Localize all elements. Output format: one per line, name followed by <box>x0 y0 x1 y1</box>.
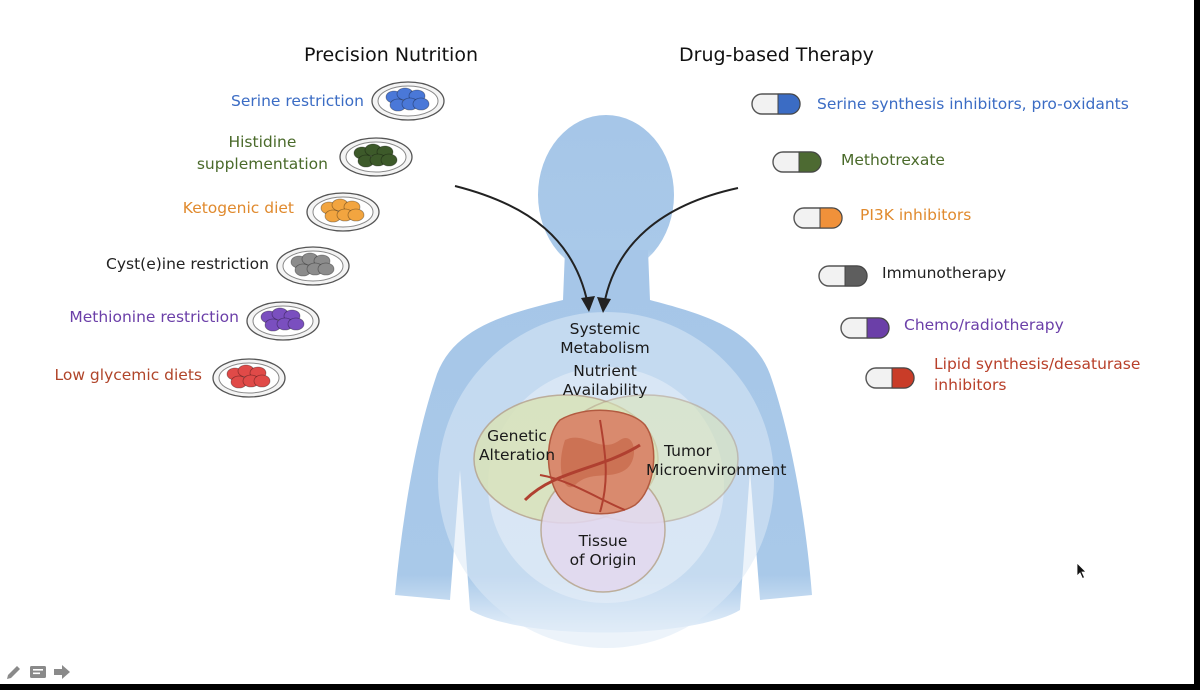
systemic-metabolism-label: Systemic Metabolism <box>530 320 680 358</box>
tissue-line2: of Origin <box>569 551 637 569</box>
tumor-icon <box>523 409 655 515</box>
pill-lipid-icon <box>865 367 915 389</box>
food-plate-methionine-icon <box>246 301 320 341</box>
precision-nutrition-heading: Precision Nutrition <box>304 44 479 66</box>
nutrient-availability-label: Nutrient Availability <box>530 362 680 400</box>
drug-label-lipid-line1: Lipid synthesis/desaturase <box>934 355 1141 373</box>
nutrition-label-histidine-line1: Histidine <box>228 133 297 151</box>
drug-label-methotrexate: Methotrexate <box>841 151 945 169</box>
nutrition-label-ketogenic: Ketogenic diet <box>182 199 294 217</box>
nutrition-label-cysteine: Cyst(e)ine restriction <box>106 255 269 273</box>
arrow-left-to-body <box>454 185 595 312</box>
drug-label-chemo: Chemo/radiotherapy <box>904 316 1064 334</box>
systemic-line1: Systemic <box>569 320 641 338</box>
nutrition-label-methionine: Methionine restriction <box>69 308 239 326</box>
tumor-microenvironment-label: Tumor Microenvironment <box>646 442 796 480</box>
food-plate-serine-icon <box>371 81 445 121</box>
genetic-line2: Alteration <box>478 446 556 464</box>
nutrition-label-histidine-line2: supplementation <box>196 155 328 173</box>
pill-pi3k-icon <box>793 207 843 229</box>
food-plate-histidine-icon <box>339 137 413 177</box>
pill-immunotherapy-icon <box>818 265 868 287</box>
pill-methotrexate-icon <box>772 151 822 173</box>
nutrition-label-serine: Serine restriction <box>231 92 364 110</box>
pen-icon[interactable] <box>4 662 24 682</box>
tumor-line1: Tumor <box>664 442 712 460</box>
drug-label-immunotherapy: Immunotherapy <box>882 264 1007 282</box>
notes-icon[interactable] <box>28 662 48 682</box>
tissue-line1: Tissue <box>578 532 628 550</box>
drug-label-pi3k: PI3K inhibitors <box>860 206 972 224</box>
drug-label-lipid-line2: inhibitors <box>934 376 1007 394</box>
tumor-line2: Microenvironment <box>646 461 787 479</box>
nutrient-line1: Nutrient <box>573 362 637 380</box>
genetic-alteration-label: Genetic Alteration <box>472 427 562 465</box>
genetic-line1: Genetic <box>487 427 547 445</box>
pill-serine-inhibitors-icon <box>751 93 801 115</box>
drug-label-lipid: Lipid synthesis/desaturase inhibitors <box>934 354 1140 396</box>
drug-label-serine-inhibitors: Serine synthesis inhibitors, pro-oxidant… <box>817 95 1129 113</box>
arrow-right-icon[interactable] <box>52 662 72 682</box>
nutrition-label-low-glycemic: Low glycemic diets <box>54 366 202 384</box>
nutrition-label-histidine: Histidine supplementation <box>197 131 328 175</box>
nutrient-line2: Availability <box>562 381 648 399</box>
systemic-line2: Metabolism <box>560 339 650 357</box>
mouse-cursor-icon <box>1076 562 1087 580</box>
food-plate-low-glycemic-icon <box>212 358 286 398</box>
pill-chemo-icon <box>840 317 890 339</box>
food-plate-ketogenic-icon <box>306 192 380 232</box>
drug-therapy-heading: Drug-based Therapy <box>679 44 874 66</box>
slide-toolbar <box>4 660 72 684</box>
food-plate-cysteine-icon <box>276 246 350 286</box>
arrow-right-to-body <box>597 187 739 313</box>
tissue-of-origin-label: Tissue of Origin <box>553 532 653 570</box>
